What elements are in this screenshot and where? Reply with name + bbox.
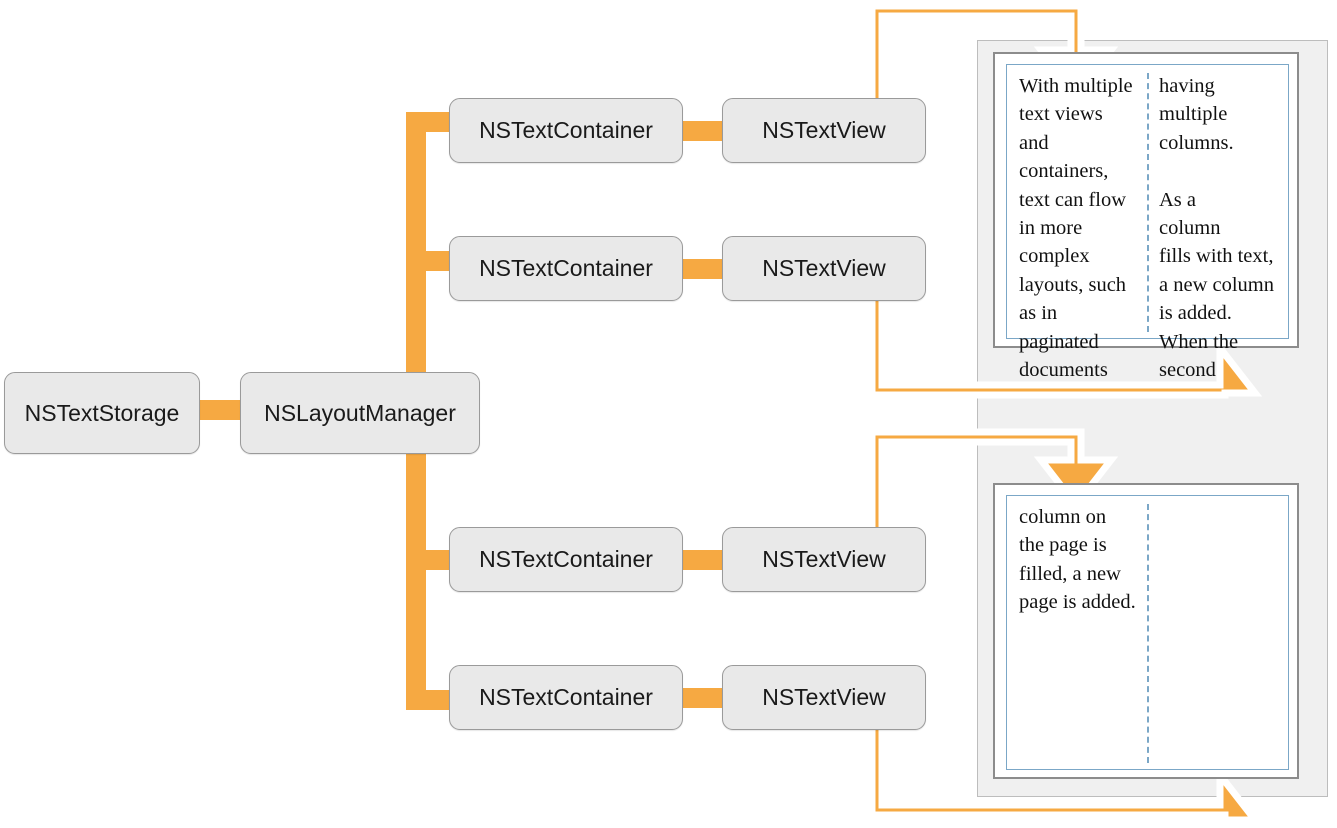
page-two: column on the page is filled, a new page… xyxy=(993,483,1299,779)
page-two-column-1: column on the page is filled, a new page… xyxy=(1019,506,1136,614)
node-nstextcontainer-1[interactable]: NSTextContainer xyxy=(449,98,683,163)
connector-stub-3 xyxy=(406,550,456,570)
node-nstextview-1[interactable]: NSTextView xyxy=(722,98,926,163)
connector-container-view-2 xyxy=(680,259,730,279)
connector-stub-1 xyxy=(406,112,456,132)
connector-view2-to-page1 xyxy=(868,288,1263,399)
node-label: NSTextContainer xyxy=(479,255,653,281)
node-nstextcontainer-3[interactable]: NSTextContainer xyxy=(449,527,683,592)
node-label: NSTextContainer xyxy=(479,684,653,710)
node-nstextstorage[interactable]: NSTextStorage xyxy=(4,372,200,454)
connector-stub-4 xyxy=(406,690,456,710)
page-one-column-divider xyxy=(1147,73,1149,332)
page-two-column-divider xyxy=(1147,504,1149,763)
node-label: NSLayoutManager xyxy=(264,399,456,426)
node-label: NSTextView xyxy=(762,546,886,572)
node-nstextcontainer-2[interactable]: NSTextContainer xyxy=(449,236,683,301)
node-nstextcontainer-4[interactable]: NSTextContainer xyxy=(449,665,683,730)
connector-container-view-1 xyxy=(680,121,730,141)
page-one: With multiple text views and containers,… xyxy=(993,52,1299,381)
connector-container-view-3 xyxy=(680,550,730,570)
connector-view4-to-page2 xyxy=(868,716,1263,824)
node-nstextview-3[interactable]: NSTextView xyxy=(722,527,926,592)
connector-storage-layout xyxy=(197,400,249,420)
page-one-column-2: having multiple columns. As a column fil… xyxy=(1159,75,1274,382)
page-two-text-frame: column on the page is filled, a new page… xyxy=(1006,495,1289,770)
node-label: NSTextView xyxy=(762,255,886,281)
connector-stub-2 xyxy=(406,251,456,271)
node-nstextview-4[interactable]: NSTextView xyxy=(722,665,926,730)
page-one-text-frame: With multiple text views and containers,… xyxy=(1006,64,1289,381)
node-nstextview-2[interactable]: NSTextView xyxy=(722,236,926,301)
node-label: NSTextStorage xyxy=(24,399,180,426)
node-label: NSTextView xyxy=(762,684,886,710)
node-label: NSTextContainer xyxy=(479,546,653,572)
node-label: NSTextView xyxy=(762,117,886,143)
page-one-column-1: With multiple text views and containers,… xyxy=(1019,75,1133,382)
connector-container-view-4 xyxy=(680,688,730,708)
node-label: NSTextContainer xyxy=(479,117,653,143)
node-nslayoutmanager[interactable]: NSLayoutManager xyxy=(240,372,480,454)
